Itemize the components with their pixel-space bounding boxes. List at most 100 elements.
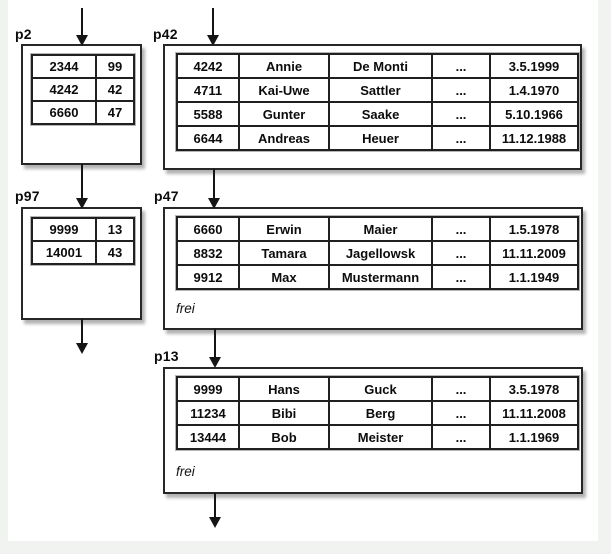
table-cell: 43 [95,240,135,265]
arrowhead-down-icon [209,357,221,368]
table-cell: Guck [328,376,433,402]
table-cell: 11234 [176,400,240,426]
table-cell: 13444 [176,424,240,450]
page-label-p47: p47 [154,188,179,204]
table-cell: Gunter [238,101,330,127]
table-cell: 11.12.1988 [489,125,579,151]
table-cell: 6644 [176,125,240,151]
arrowhead-down-icon [76,35,88,46]
table-cell: Hans [238,376,330,402]
table-cell: 8832 [176,240,240,266]
table-cell: Tamara [238,240,330,266]
table-cell: Jagellowsk [328,240,433,266]
table-cell: 14001 [31,240,97,265]
table-cell: 4242 [31,77,97,102]
arrow-shaft [81,8,83,37]
table-cell: ... [431,53,491,79]
table-cell: Bob [238,424,330,450]
arrow-p97-down [76,319,89,354]
table-cell: Kai-Uwe [238,77,330,103]
table-cell: 99 [95,54,135,79]
arrow-shaft [81,319,83,345]
page-label-p13: p13 [154,348,179,364]
arrow-shaft [212,8,214,37]
table-cell: 47 [95,100,135,125]
page-label-p97: p97 [15,188,40,204]
table-cell: Meister [328,424,433,450]
arrow-shaft [213,169,215,200]
arrowhead-down-icon [207,35,219,46]
table-cell: De Monti [328,53,433,79]
table-cell: 1.5.1978 [489,216,579,242]
table-cell: Saake [328,101,433,127]
table-cell: 4242 [176,53,240,79]
table-cell: ... [431,101,491,127]
table-cell: Berg [328,400,433,426]
table-cell: 11.11.2008 [489,400,579,426]
table-cell: Heuer [328,125,433,151]
table-cell: Erwin [238,216,330,242]
arrowhead-down-icon [76,198,88,209]
table-cell: ... [431,424,491,450]
table-cell: ... [431,77,491,103]
arrow-shaft [214,493,216,519]
table-cell: 1.4.1970 [489,77,579,103]
table-cell: 9912 [176,264,240,290]
arrow-p47-to-p13 [209,329,222,368]
table-cell: Bibi [238,400,330,426]
table-cell: Max [238,264,330,290]
arrow-shaft [214,329,216,359]
arrowhead-down-icon [76,343,88,354]
arrowhead-down-icon [208,198,220,209]
table-cell: 5.10.1966 [489,101,579,127]
table-cell: 1.1.1969 [489,424,579,450]
page-label-p2: p2 [15,26,32,42]
table-cell: 6660 [176,216,240,242]
table-cell: ... [431,376,491,402]
table-cell: Maier [328,216,433,242]
table-cell: 3.5.1978 [489,376,579,402]
table-cell: 13 [95,217,135,242]
table-cell: ... [431,125,491,151]
table-cell: 3.5.1999 [489,53,579,79]
table-cell: ... [431,216,491,242]
arrow-top-into-p42 [207,8,220,46]
arrowhead-down-icon [209,517,221,528]
table-cell: 9999 [176,376,240,402]
arrow-p42-to-p47 [208,169,221,209]
table-cell: 5588 [176,101,240,127]
table-cell: 6660 [31,100,97,125]
table-cell: ... [431,400,491,426]
table-cell: Andreas [238,125,330,151]
free-space-label: frei [176,464,195,479]
arrow-shaft [81,164,83,200]
page-label-p42: p42 [153,26,178,42]
free-space-label: frei [176,301,195,316]
table-cell: 11.11.2009 [489,240,579,266]
table-cell: Sattler [328,77,433,103]
table-cell: ... [431,240,491,266]
arrow-p13-down [209,493,222,528]
